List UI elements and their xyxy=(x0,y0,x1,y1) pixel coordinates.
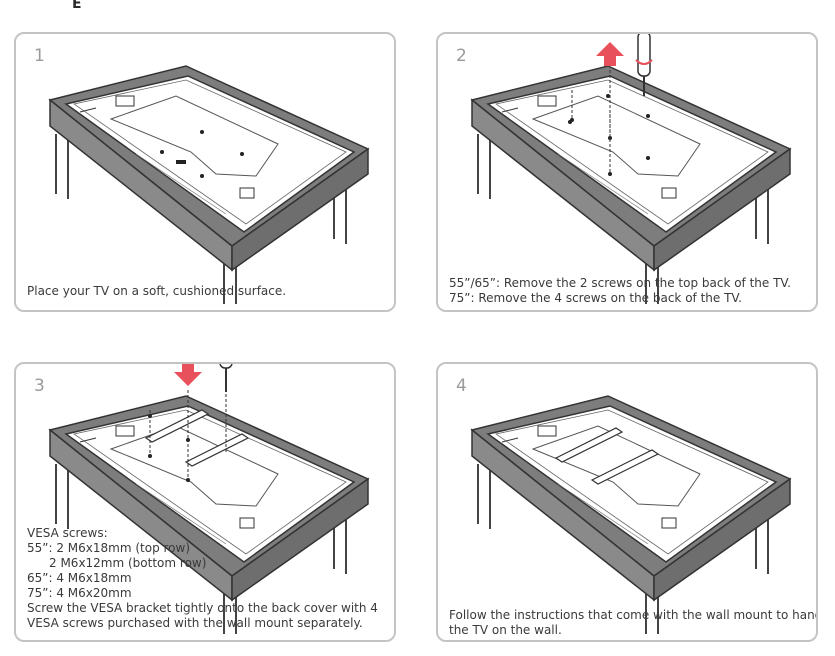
attach-bracket-illustration xyxy=(49,364,369,635)
step-1-panel: 1 Place your TV on a soft, cushioned sur… xyxy=(14,32,396,312)
corner-section-letter: E xyxy=(72,0,82,8)
screwdriver-icon xyxy=(635,34,653,96)
screw-line: 65”: 4 M6x18mm xyxy=(27,571,132,585)
remove-screws-illustration xyxy=(471,34,791,305)
step-1-caption: Place your TV on a soft, cushioned surfa… xyxy=(27,284,286,299)
step-2-panel: 2 55”/65”: Remove the 2 screws on the to… xyxy=(436,32,818,312)
screw-line: 2 M6x12mm (bottom row) xyxy=(49,556,207,570)
caption-line: Place your TV on a soft, cushioned surfa… xyxy=(27,284,287,298)
up-arrow-icon xyxy=(596,42,624,66)
hang-tv-illustration xyxy=(471,395,791,635)
screws-title: VESA screws: xyxy=(27,526,108,540)
step-number: 4 xyxy=(456,376,467,396)
step-3-panel: 3 VESA screws: 55”: 2 M6x18mm (top row) … xyxy=(14,362,396,642)
down-arrow-icon xyxy=(174,364,202,386)
step-4-caption: Follow the instructions that come with t… xyxy=(449,608,818,638)
caption-line: 55”/65”: Remove the 2 screws on the top … xyxy=(449,276,791,290)
caption-line: 75”: Remove the 4 screws on the back of … xyxy=(449,291,742,305)
step-4-panel: 4 Follow the instructions that come with… xyxy=(436,362,818,642)
step-3-caption: VESA screws: 55”: 2 M6x18mm (top row) 2 … xyxy=(27,526,378,631)
caption-line: the TV on the wall. xyxy=(449,623,562,637)
tv-on-table-illustration xyxy=(49,65,369,305)
step-number: 3 xyxy=(34,376,45,396)
screw-line: 55”: 2 M6x18mm (top row) xyxy=(27,541,191,555)
caption-line: Screw the VESA bracket tightly onto the … xyxy=(27,601,378,615)
caption-line: VESA screws purchased with the wall moun… xyxy=(27,616,363,630)
step-number: 2 xyxy=(456,46,467,66)
step-number: 1 xyxy=(34,46,45,66)
step-2-caption: 55”/65”: Remove the 2 screws on the top … xyxy=(449,276,791,306)
caption-line: Follow the instructions that come with t… xyxy=(449,608,818,622)
screw-line: 75”: 4 M6x20mm xyxy=(27,586,132,600)
screwdriver-icon xyxy=(219,364,233,392)
